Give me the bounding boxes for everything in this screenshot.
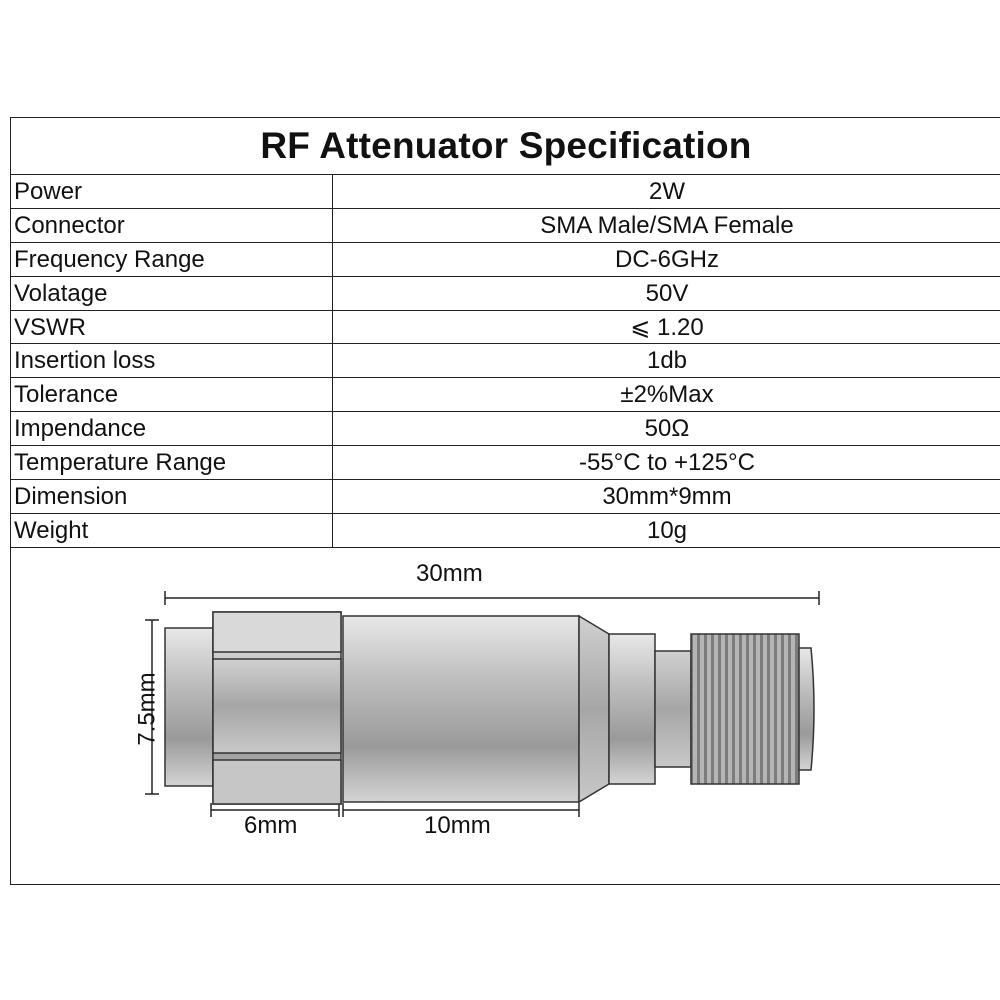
spec-value: DC-6GHz (614, 245, 719, 273)
spec-label: Dimension (11, 480, 333, 513)
hex-nut (212, 611, 342, 805)
collar (654, 650, 692, 768)
page-title: RF Attenuator Specification (11, 118, 1000, 175)
height-label: 7.5mm (133, 672, 161, 746)
nut-length-label: 6mm (244, 812, 298, 839)
dim-line-7-5mm (145, 619, 159, 795)
table-row: Dimension 30mm*9mm (11, 480, 1000, 514)
table-row: Weight 10g (11, 513, 1000, 548)
body-length-label: 10mm (424, 812, 491, 839)
spec-label: Volatage (11, 276, 333, 310)
table-row: Frequency Range DC-6GHz (11, 242, 1000, 277)
spec-value: 10g (646, 516, 688, 544)
spec-label: Frequency Range (11, 242, 333, 276)
plug-cap (164, 627, 214, 787)
table-row: Tolerance ±2%Max (11, 378, 1000, 413)
table-row: Impendance 50Ω (11, 412, 1000, 447)
spec-label: VSWR (11, 310, 333, 344)
spec-label: Tolerance (11, 378, 333, 412)
spec-sheet: RF Attenuator Specification Power 2W Con… (10, 117, 1000, 885)
dim-line-10mm (342, 803, 580, 817)
spec-value: 50Ω (644, 415, 690, 443)
spec-value: SMA Male/SMA Female (540, 211, 794, 239)
spec-label: Insertion loss (11, 344, 333, 378)
spec-label: Impendance (11, 412, 333, 446)
table-row: Insertion loss 1db (11, 344, 1000, 379)
table-row: Power 2W (11, 175, 1000, 209)
body-taper (578, 614, 610, 804)
spec-value: ⩽ 1.20 (630, 313, 704, 341)
table-row: Temperature Range -55°C to +125°C (11, 446, 1000, 481)
spec-label: Power (11, 175, 333, 208)
table-row: Volatage 50V (11, 276, 1000, 311)
dim-line-30mm (164, 591, 820, 605)
attenuator-body (342, 615, 580, 803)
spec-value: 50V (645, 279, 689, 307)
table-row: Connector SMA Male/SMA Female (11, 208, 1000, 243)
spec-value: 1db (646, 347, 688, 375)
overall-length-label: 30mm (416, 560, 483, 587)
dim-line-6mm (210, 803, 340, 817)
neck (608, 633, 656, 785)
spec-label: Connector (11, 208, 333, 242)
female-tip (798, 647, 815, 771)
spec-table: Power 2W Connector SMA Male/SMA Female F… (11, 175, 1000, 548)
threaded-section (690, 633, 800, 785)
spec-value: ±2%Max (620, 381, 714, 409)
spec-value: -55°C to +125°C (579, 449, 755, 477)
table-row: VSWR ⩽ 1.20 (11, 310, 1000, 345)
spec-value: 30mm*9mm (602, 483, 732, 511)
spec-label: Weight (11, 513, 333, 547)
spec-value: 2W (649, 178, 685, 205)
attenuator-illustration (145, 591, 820, 817)
connector-drawing: 30mm 7.5mm 6mm 10mm (11, 548, 1000, 884)
spec-label: Temperature Range (11, 446, 333, 480)
